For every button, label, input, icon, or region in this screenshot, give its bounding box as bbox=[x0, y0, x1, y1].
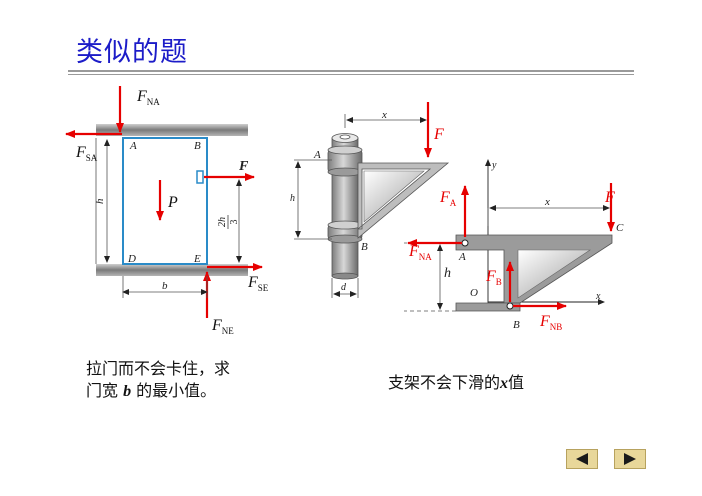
point-B-3d: B bbox=[361, 241, 368, 253]
corner-D: D bbox=[127, 253, 136, 265]
bracket-fbd-figure: y x x F FA FNA FB FNB A B C O h bbox=[404, 159, 624, 332]
label-FNB: FNB bbox=[539, 313, 562, 332]
caption-left-line1: 拉门而不会卡住，求 bbox=[86, 359, 231, 378]
label-P: P bbox=[167, 194, 178, 211]
point-C-fbd: C bbox=[616, 222, 624, 234]
door-handle bbox=[196, 170, 204, 184]
bottom-rail bbox=[96, 264, 248, 276]
next-slide-button[interactable] bbox=[614, 449, 646, 469]
dim-b-label-door: b bbox=[162, 280, 168, 292]
pin-B bbox=[506, 302, 514, 310]
triangle-right-icon bbox=[624, 453, 636, 465]
top-rail bbox=[96, 124, 248, 136]
prev-slide-button[interactable] bbox=[566, 449, 598, 469]
bracket-3d-figure: x F A B h d bbox=[290, 102, 450, 298]
caption-left: 拉门而不会卡住，求 门宽 b 的最小值。 bbox=[86, 358, 230, 403]
corner-A: A bbox=[129, 140, 137, 152]
point-B-fbd: B bbox=[513, 319, 520, 331]
svg-text:3: 3 bbox=[229, 220, 240, 225]
label-F-3d: F bbox=[433, 126, 444, 143]
label-F-door: F bbox=[238, 159, 249, 174]
dim-x-fbd-label: x bbox=[544, 196, 550, 208]
point-A-fbd: A bbox=[458, 251, 466, 263]
corner-E: E bbox=[193, 253, 201, 265]
label-FNA: FNA bbox=[136, 88, 160, 107]
label-FA: FA bbox=[439, 189, 457, 208]
axis-y-label: y bbox=[491, 160, 497, 171]
title-divider-thin bbox=[68, 74, 634, 75]
triangle-left-icon bbox=[576, 453, 588, 465]
caption-left-line2: 门宽 b 的最小值。 bbox=[86, 381, 217, 400]
corner-B: B bbox=[194, 140, 201, 152]
dim-d-3d-label: d bbox=[341, 282, 347, 293]
dim-2h3-label: 2h 3 bbox=[217, 215, 240, 229]
point-A-3d: A bbox=[313, 149, 321, 161]
bracket-bottom-foot bbox=[455, 302, 521, 312]
label-F-fbd: F bbox=[604, 189, 615, 206]
label-FSE: FSE bbox=[247, 274, 269, 293]
axis-x-label: x bbox=[595, 291, 601, 302]
caption-right: 支架不会下滑的x值 bbox=[388, 373, 525, 392]
pole-hole bbox=[339, 134, 351, 140]
slide-title: 类似的题 bbox=[76, 37, 188, 68]
dim-x-3d-label: x bbox=[381, 109, 387, 121]
door-panel bbox=[122, 137, 208, 265]
label-FSA: FSA bbox=[75, 144, 98, 163]
dim-h-label-door: h bbox=[94, 198, 106, 204]
bracket-web bbox=[363, 170, 425, 223]
dim-h-3d-label: h bbox=[290, 193, 295, 204]
point-O-fbd: O bbox=[470, 287, 478, 299]
label-FB: FB bbox=[485, 268, 502, 287]
dim-h-fbd-label: h bbox=[444, 266, 451, 281]
pin-A bbox=[461, 239, 469, 247]
door-figure: FNA FSA FSE FNE F P A B D E h b 2h 3 bbox=[65, 86, 269, 336]
label-FNA-fbd: FNA bbox=[408, 243, 432, 262]
title-divider bbox=[68, 70, 634, 72]
svg-text:2h: 2h bbox=[217, 217, 228, 227]
label-FNE: FNE bbox=[211, 317, 234, 336]
bracket-fbd-web bbox=[517, 249, 591, 299]
bracket-arm bbox=[357, 162, 450, 239]
